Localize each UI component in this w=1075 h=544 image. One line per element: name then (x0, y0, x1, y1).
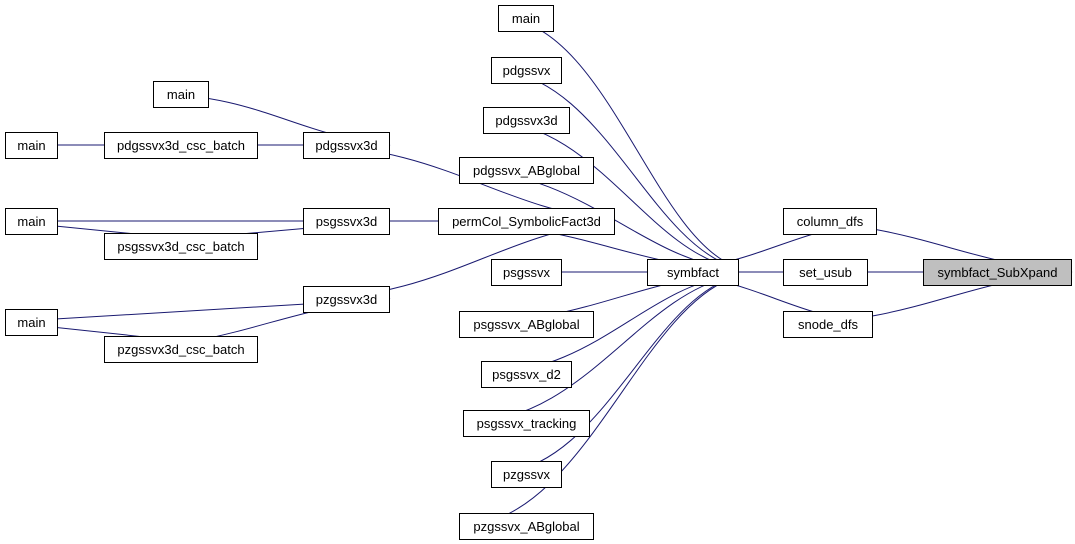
node-label: pzgssvx_ABglobal (473, 519, 579, 534)
node-box (104, 336, 258, 363)
node-box (491, 259, 562, 286)
node-box (481, 361, 572, 388)
node-pdgssvx[interactable]: pdgssvx (491, 57, 562, 84)
node-pdgssvx-abglobal[interactable]: pdgssvx_ABglobal (459, 157, 594, 184)
node-psgssvx-abglobal[interactable]: psgssvx_ABglobal (459, 311, 594, 338)
node-psgssvx-d2[interactable]: psgssvx_d2 (481, 361, 572, 388)
node-pdgssvx3d-b[interactable]: pdgssvx3d (303, 132, 390, 159)
node-box (438, 208, 615, 235)
node-box (104, 132, 258, 159)
node-label: permCol_SymbolicFact3d (452, 214, 601, 229)
node-box (783, 208, 877, 235)
node-label: pdgssvx3d (315, 138, 377, 153)
node-pzgssvx3d[interactable]: pzgssvx3d (303, 286, 390, 313)
node-box (483, 107, 570, 134)
node-box (459, 513, 594, 540)
node-box (5, 309, 58, 336)
node-box (303, 132, 390, 159)
node-box (104, 233, 258, 260)
node-label: pdgssvx3d_csc_batch (117, 138, 245, 153)
node-label: pzgssvx (503, 467, 550, 482)
node-column-dfs[interactable]: column_dfs (783, 208, 877, 235)
edge-pdgssvx3d-to-symbfact (482, 119, 740, 274)
node-label: column_dfs (797, 214, 864, 229)
node-main-pz[interactable]: main (5, 309, 58, 336)
node-box (459, 157, 594, 184)
node-box (491, 461, 562, 488)
node-label: symbfact (667, 265, 719, 280)
node-psgssvx3d[interactable]: psgssvx3d (303, 208, 390, 235)
node-label: snode_dfs (798, 317, 858, 332)
node-box (463, 410, 590, 437)
node-box (498, 5, 554, 32)
node-label: psgssvx (503, 265, 550, 280)
node-snode-dfs[interactable]: snode_dfs (783, 311, 873, 338)
node-box (783, 259, 868, 286)
node-label: pzgssvx3d (316, 292, 377, 307)
node-main-ps[interactable]: main (5, 208, 58, 235)
node-label: psgssvx3d (316, 214, 377, 229)
node-label: pzgssvx3d_csc_batch (117, 342, 244, 357)
node-main-top[interactable]: main (498, 5, 554, 32)
node-symbfact-sub-xpand: symbfact_SubXpand (923, 259, 1072, 286)
node-label: pdgssvx3d (495, 113, 557, 128)
node-box (303, 208, 390, 235)
node-symbfact[interactable]: symbfact (647, 259, 739, 286)
node-box (153, 81, 209, 108)
node-box (459, 311, 594, 338)
node-label: psgssvx_ABglobal (473, 317, 579, 332)
node-box (647, 259, 739, 286)
node-perm-col-symbolic-fact3d[interactable]: permCol_SymbolicFact3d (438, 208, 615, 235)
node-pdgssvx3d-csc-batch[interactable]: pdgssvx3d_csc_batch (104, 132, 258, 159)
node-box (303, 286, 390, 313)
node-pzgssvx[interactable]: pzgssvx (491, 461, 562, 488)
node-label: psgssvx_d2 (492, 367, 561, 382)
node-box (5, 208, 58, 235)
node-label: pdgssvx_ABglobal (473, 163, 580, 178)
node-main-pdbatch[interactable]: main (5, 132, 58, 159)
graph-nodes: symbfact_SubXpand column_dfs set_usubsnode… (5, 5, 1072, 540)
node-label: main (167, 87, 195, 102)
edge-psgssvx-tracking-to-symbfact (462, 270, 740, 424)
node-pzgssvx3d-csc-batch[interactable]: pzgssvx3d_csc_batch (104, 336, 258, 363)
node-label: pdgssvx (503, 63, 551, 78)
node-box (783, 311, 873, 338)
node-label: main (17, 214, 45, 229)
node-box (923, 259, 1072, 286)
node-label: psgssvx_tracking (477, 416, 577, 431)
node-psgssvx[interactable]: psgssvx (491, 259, 562, 286)
node-label: set_usub (799, 265, 852, 280)
node-label: main (512, 11, 540, 26)
node-box (5, 132, 58, 159)
node-label: symbfact_SubXpand (938, 265, 1058, 280)
node-set-usub[interactable]: set_usub (783, 259, 868, 286)
node-label: main (17, 315, 45, 330)
node-label: main (17, 138, 45, 153)
node-label: psgssvx3d_csc_batch (117, 239, 244, 254)
node-main-pd3d[interactable]: main (153, 81, 209, 108)
node-psgssvx3d-csc-batch[interactable]: psgssvx3d_csc_batch (104, 233, 258, 260)
node-pdgssvx3d[interactable]: pdgssvx3d (483, 107, 570, 134)
node-box (491, 57, 562, 84)
node-psgssvx-tracking[interactable]: psgssvx_tracking (463, 410, 590, 437)
node-pzgssvx-abglobal[interactable]: pzgssvx_ABglobal (459, 513, 594, 540)
